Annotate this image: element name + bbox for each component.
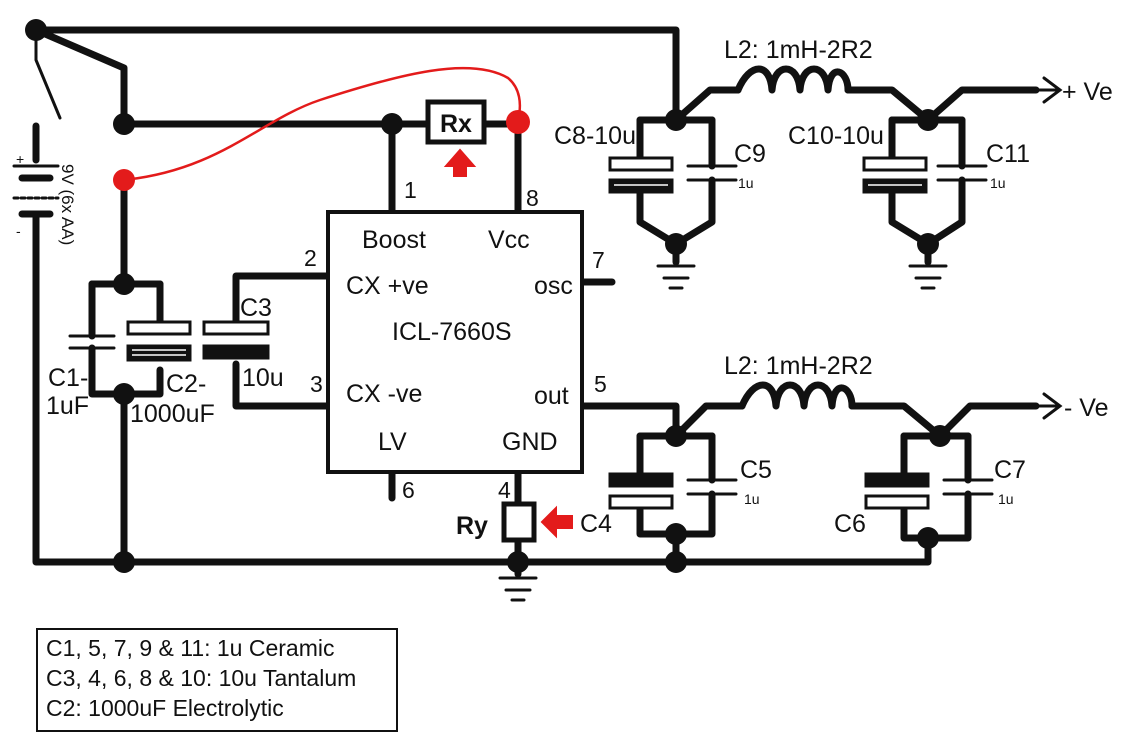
inductor-bottom	[738, 381, 856, 410]
label-c7-value: 1u	[998, 491, 1014, 507]
capacitor-c11	[936, 164, 988, 182]
label-c7: C7	[994, 456, 1026, 484]
ic-body	[326, 210, 584, 474]
capacitor-c1	[68, 334, 116, 350]
capacitor-c9	[686, 164, 738, 182]
pin-number-5: 5	[594, 371, 607, 397]
output-arrow-neg	[1028, 392, 1063, 420]
ground-icon	[908, 264, 948, 290]
pin-number-6: 6	[402, 477, 415, 503]
arrow-up-icon	[443, 148, 477, 177]
pin-label-gnd: GND	[502, 428, 558, 456]
output-label-neg: - Ve	[1064, 394, 1108, 422]
pin-label-lv: LV	[378, 428, 407, 456]
battery-label: 9V (6x AA)	[58, 164, 77, 245]
label-c9-value: 1u	[738, 175, 754, 191]
label-c2-name: C2-	[166, 370, 206, 398]
label-c5: C5	[740, 456, 772, 484]
label-c3-value: 10u	[242, 364, 284, 392]
pin-number-3: 3	[310, 371, 323, 397]
capacitor-c3	[202, 320, 270, 360]
highlight-dot	[506, 110, 530, 134]
ground-icon	[656, 264, 696, 290]
pin-number-4: 4	[498, 477, 511, 503]
output-label-pos: + Ve	[1062, 78, 1113, 106]
highlight-dot	[113, 169, 135, 191]
pin-label-vcc: Vcc	[488, 226, 530, 254]
capacitor-c5	[686, 478, 738, 496]
pin-label-cx-pos: CX +ve	[346, 272, 429, 300]
label-ry: Ry	[456, 512, 488, 540]
component-legend: C1, 5, 7, 9 & 11: 1u Ceramic C3, 4, 6, 8…	[36, 628, 398, 732]
capacitor-c8	[608, 156, 674, 194]
label-inductor-bottom: L2: 1mH-2R2	[724, 352, 873, 380]
highlight-wire	[123, 66, 522, 182]
label-c10: C10-10u	[788, 122, 884, 150]
pin-label-out: out	[534, 382, 569, 410]
pin-label-boost: Boost	[362, 226, 426, 254]
battery-plus: +	[16, 151, 24, 167]
legend-line: C2: 1000uF Electrolytic	[46, 695, 284, 721]
legend-line: C1, 5, 7, 9 & 11: 1u Ceramic	[46, 635, 335, 661]
label-c11-value: 1u	[990, 175, 1006, 191]
resistor-ry	[501, 501, 537, 543]
capacitor-c6	[864, 472, 930, 510]
label-c3-name: C3	[240, 294, 272, 322]
capacitor-c2	[126, 320, 192, 362]
battery-symbol	[12, 122, 60, 218]
ground-icon	[498, 572, 538, 602]
arrow-left-icon	[540, 505, 573, 539]
label-inductor-top: L2: 1mH-2R2	[724, 36, 873, 64]
ic-name: ICL-7660S	[392, 318, 512, 346]
label-c11: C11	[986, 140, 1030, 168]
pin-label-cx-neg: CX -ve	[346, 380, 422, 408]
label-c1-value: 1uF	[46, 392, 89, 420]
label-c8: C8-10u	[554, 122, 636, 150]
label-rx: Rx	[440, 110, 472, 138]
capacitor-c4	[608, 472, 674, 510]
battery-minus: -	[16, 223, 21, 239]
pin-number-8: 8	[526, 185, 539, 211]
label-c5-value: 1u	[744, 491, 760, 507]
inductor-top	[734, 65, 852, 94]
legend-line: C3, 4, 6, 8 & 10: 10u Tantalum	[46, 665, 357, 691]
label-c6: C6	[834, 510, 866, 538]
label-c4: C4	[580, 510, 612, 538]
label-c2-value: 1000uF	[130, 400, 215, 428]
pin-number-1: 1	[404, 177, 417, 203]
label-c1-name: C1-	[48, 364, 88, 392]
capacitor-c7	[942, 478, 994, 496]
resistor-rx	[425, 99, 487, 145]
pin-number-2: 2	[304, 245, 317, 271]
capacitor-c10	[862, 156, 928, 194]
pin-label-osc: osc	[534, 272, 573, 300]
pin-number-7: 7	[592, 247, 605, 273]
label-c9: C9	[734, 140, 766, 168]
output-arrow-pos	[1028, 76, 1063, 104]
junction-dots	[25, 19, 951, 573]
